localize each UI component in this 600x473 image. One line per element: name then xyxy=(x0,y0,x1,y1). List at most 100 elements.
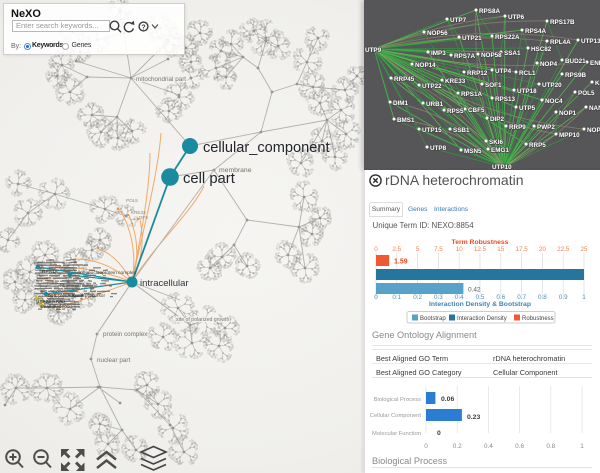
svg-text:URB1: URB1 xyxy=(426,101,444,108)
svg-text:22.5: 22.5 xyxy=(557,246,570,253)
svg-text:NOP56: NOP56 xyxy=(427,30,448,37)
svg-text:Molecular Function: Molecular Function xyxy=(372,431,421,437)
svg-text:UTP20: UTP20 xyxy=(542,82,562,89)
svg-text:SSA1: SSA1 xyxy=(504,50,521,57)
svg-text:0: 0 xyxy=(374,246,378,253)
svg-text:0.3: 0.3 xyxy=(434,294,443,301)
svg-text:small nucleolar: small nucleolar xyxy=(40,304,72,310)
svg-text:DFS: DFS xyxy=(139,215,148,220)
svg-text:IMP3: IMP3 xyxy=(431,50,446,57)
svg-text:NOP6: NOP6 xyxy=(587,127,600,134)
svg-text:NOP14: NOP14 xyxy=(415,62,436,69)
svg-text:UTP5: UTP5 xyxy=(519,105,536,112)
svg-text:12.5: 12.5 xyxy=(474,246,487,253)
svg-text:0: 0 xyxy=(437,430,441,437)
svg-text:BMS1: BMS1 xyxy=(397,117,415,124)
svg-text:17.5: 17.5 xyxy=(515,246,528,253)
svg-text:UTP10: UTP10 xyxy=(492,164,512,170)
svg-text:RCL1: RCL1 xyxy=(519,70,536,77)
svg-text:1: 1 xyxy=(582,294,586,301)
svg-text:Term Robustness: Term Robustness xyxy=(452,239,509,246)
svg-text:cell part: cell part xyxy=(183,171,235,187)
svg-text:UTP7: UTP7 xyxy=(450,17,467,24)
svg-text:BUD21: BUD21 xyxy=(565,58,586,65)
svg-text:UTP6: UTP6 xyxy=(508,14,525,21)
svg-text:5: 5 xyxy=(416,246,420,253)
svg-text:25: 25 xyxy=(580,246,588,253)
svg-text:RPS9B: RPS9B xyxy=(565,72,586,79)
svg-text:1.59: 1.59 xyxy=(394,259,408,266)
svg-text:RRP12: RRP12 xyxy=(467,70,488,77)
svg-text:Bootstrap: Bootstrap xyxy=(420,316,446,322)
svg-text:RPS22A: RPS22A xyxy=(495,34,520,41)
svg-text:Cellular Component: Cellular Component xyxy=(370,413,422,419)
svg-text:0: 0 xyxy=(424,443,428,450)
svg-text:UTP21: UTP21 xyxy=(462,35,482,42)
svg-text:0.8: 0.8 xyxy=(546,443,555,450)
svg-text:0.2: 0.2 xyxy=(413,294,422,301)
svg-text:ENP1: ENP1 xyxy=(590,60,600,67)
svg-text:90S preribosome: 90S preribosome xyxy=(48,293,85,299)
svg-text:0.1: 0.1 xyxy=(392,294,401,301)
svg-text:KR: KR xyxy=(595,80,600,87)
svg-text:HSC82: HSC82 xyxy=(531,46,552,53)
svg-text:RPS1A: RPS1A xyxy=(461,91,482,98)
svg-text:SSB1: SSB1 xyxy=(453,127,470,134)
svg-text:0.4: 0.4 xyxy=(484,443,493,450)
svg-text:UTP22 RRP9: UTP22 RRP9 xyxy=(36,299,65,305)
svg-text:EMG1: EMG1 xyxy=(491,147,509,154)
svg-text:KRE33: KRE33 xyxy=(445,78,466,85)
svg-text:10: 10 xyxy=(456,246,464,253)
svg-text:SKI6: SKI6 xyxy=(489,139,503,146)
svg-text:UTP15: UTP15 xyxy=(422,127,442,134)
svg-text:NOP1: NOP1 xyxy=(559,110,577,117)
svg-text:?: ? xyxy=(141,24,145,31)
svg-text:20: 20 xyxy=(539,246,547,253)
svg-text:Interaction Density: Interaction Density xyxy=(457,316,507,322)
svg-text:NOP4: NOP4 xyxy=(540,61,558,68)
svg-text:0.06: 0.06 xyxy=(441,396,454,403)
svg-text:protein complex: protein complex xyxy=(103,331,148,338)
svg-text:mitochondrial part: mitochondrial part xyxy=(136,76,186,83)
svg-text:POL5: POL5 xyxy=(126,198,138,203)
svg-text:RRP45: RRP45 xyxy=(394,76,415,83)
svg-text:NAN1: NAN1 xyxy=(589,105,600,112)
svg-text:0.9: 0.9 xyxy=(559,294,568,301)
svg-text:15: 15 xyxy=(497,246,505,253)
svg-text:membrane: membrane xyxy=(219,167,252,174)
svg-text:0.8: 0.8 xyxy=(538,294,547,301)
svg-text:MSN5: MSN5 xyxy=(464,148,482,155)
svg-text:0.2: 0.2 xyxy=(453,443,462,450)
svg-text:0.7: 0.7 xyxy=(517,294,526,301)
svg-text:7.5: 7.5 xyxy=(434,246,443,253)
svg-text:POL5: POL5 xyxy=(578,90,595,97)
svg-text:PWP2: PWP2 xyxy=(537,124,555,131)
svg-text:0.6: 0.6 xyxy=(496,294,505,301)
svg-text:Biological Process: Biological Process xyxy=(374,397,421,403)
svg-text:KRE33: KRE33 xyxy=(131,210,146,215)
svg-text:UTP9: UTP9 xyxy=(365,47,382,54)
svg-text:0.42: 0.42 xyxy=(468,287,481,294)
svg-text:ribosomal subunit: ribosomal subunit xyxy=(60,283,98,289)
svg-text:SOF1: SOF1 xyxy=(485,82,502,89)
svg-text:ribonucleoprotein complex: ribonucleoprotein complex xyxy=(80,270,137,276)
svg-text:2.5: 2.5 xyxy=(392,246,401,253)
svg-text:DIM1: DIM1 xyxy=(393,100,409,107)
svg-text:RPS7A: RPS7A xyxy=(454,53,475,60)
svg-text:UTP13: UTP13 xyxy=(581,38,600,45)
svg-text:cellular_component: cellular_component xyxy=(203,140,330,156)
svg-text:1: 1 xyxy=(580,443,584,450)
svg-text:NOC4: NOC4 xyxy=(545,98,563,105)
svg-text:UTP18: UTP18 xyxy=(517,88,537,95)
svg-text:RPS4A: RPS4A xyxy=(525,28,546,35)
svg-text:MPP10: MPP10 xyxy=(559,132,580,139)
svg-text:Robustness: Robustness xyxy=(522,316,554,322)
svg-text:intracellular: intracellular xyxy=(140,278,189,289)
svg-text:0.6: 0.6 xyxy=(515,443,524,450)
svg-text:RPS8A: RPS8A xyxy=(479,8,500,15)
svg-text:UTP8: UTP8 xyxy=(430,145,447,152)
svg-text:subunit precursor: subunit precursor xyxy=(68,293,105,299)
svg-text:UTP4: UTP4 xyxy=(495,68,512,75)
svg-text:RPS1A: RPS1A xyxy=(42,269,59,275)
svg-text:DIP2: DIP2 xyxy=(490,116,504,123)
